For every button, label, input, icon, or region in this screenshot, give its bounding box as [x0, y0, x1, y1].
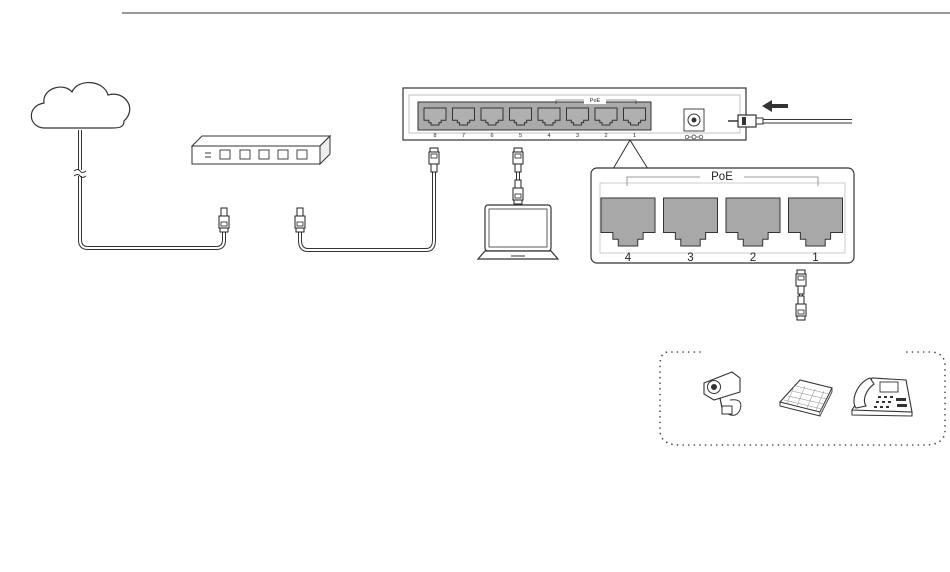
switch-poe-label: PoE	[590, 98, 601, 104]
switch-port-label: 7	[462, 133, 465, 139]
poe-detail-port-label: 4	[625, 252, 632, 264]
switch-port-label: 6	[490, 133, 493, 139]
switch-port-label: 4	[547, 133, 550, 139]
rj45-connector	[796, 296, 806, 320]
ip-phone-icon	[852, 378, 912, 416]
poe-detail-port-label: 1	[812, 252, 818, 264]
rj45-connector	[796, 270, 806, 294]
access-point-icon	[780, 380, 832, 416]
poe-detail-port-label: 2	[750, 252, 756, 264]
rj45-connector	[219, 208, 229, 232]
cloud-icon	[31, 83, 129, 128]
rj45-connector	[295, 208, 305, 232]
switch-port-label: 2	[604, 133, 607, 139]
poe-detail-port-label: 3	[687, 252, 693, 264]
switch-port-label: 8	[433, 133, 436, 139]
rj45-connector	[513, 180, 523, 204]
uplink-cable	[300, 172, 434, 250]
poe-detail-label: PoE	[711, 171, 733, 183]
switch-port-label: 3	[576, 133, 579, 139]
laptop-icon	[478, 205, 558, 259]
zoom-callout	[613, 140, 648, 169]
rj45-connector	[513, 148, 523, 172]
switch-port-label: 5	[519, 133, 522, 139]
cable-break-mark	[74, 170, 86, 178]
switch-port-label: 1	[633, 133, 636, 139]
rj45-connector	[429, 148, 439, 172]
ip-camera-icon	[704, 372, 741, 415]
router-icon	[192, 136, 330, 164]
